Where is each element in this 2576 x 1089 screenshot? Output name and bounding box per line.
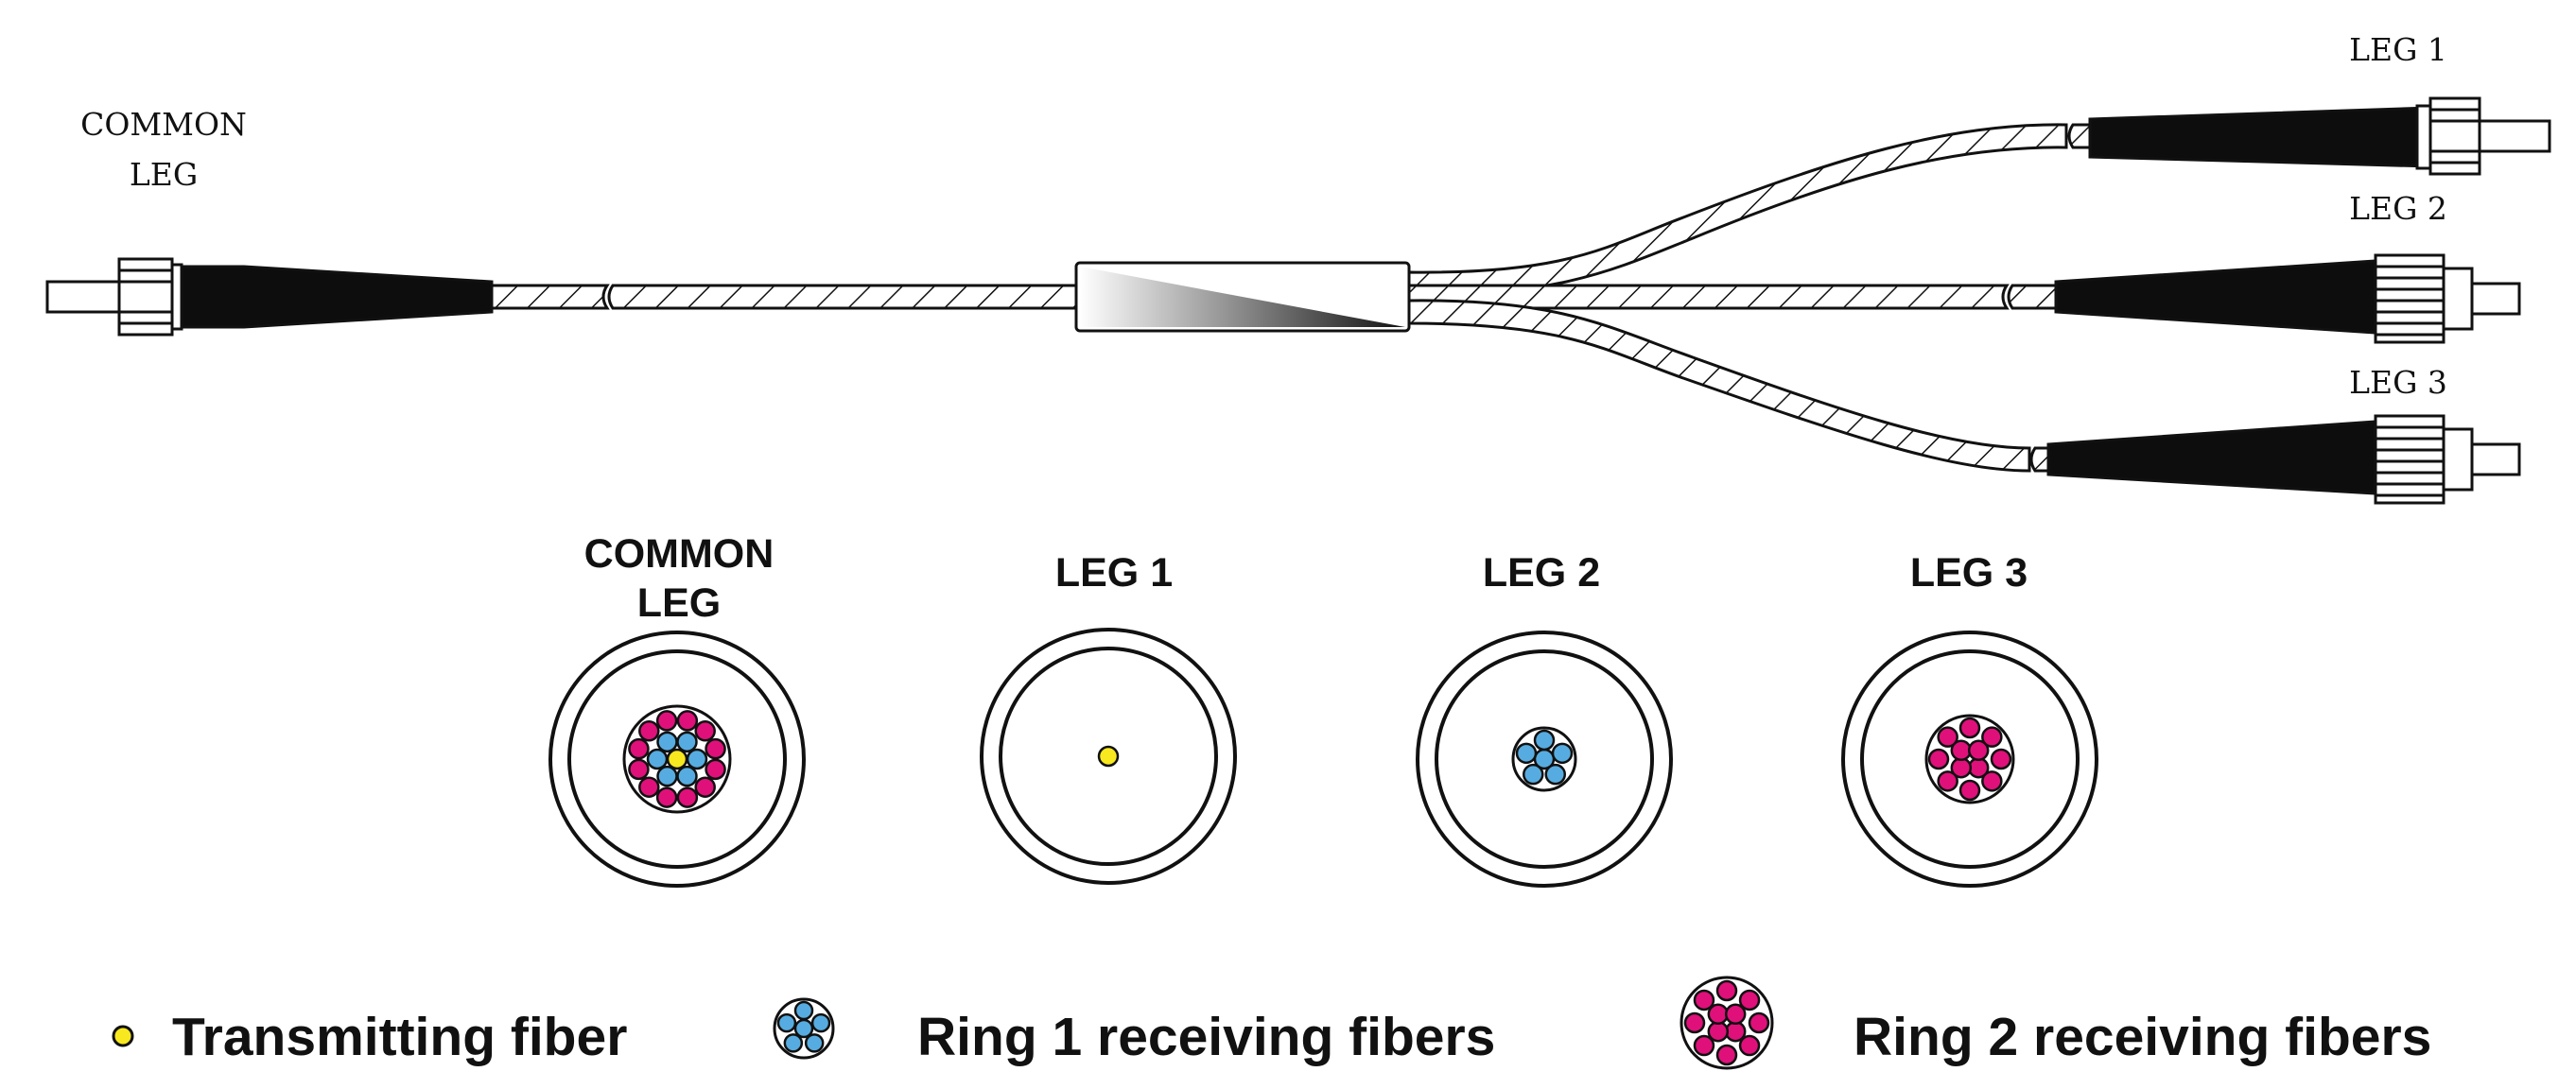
transmitting-fiber-swatch	[112, 1025, 134, 1047]
legend-item-ring2: Ring 2 receiving fibers	[1680, 976, 2431, 1070]
ring2-fiber	[638, 776, 660, 798]
cross-section-title: LEG 2	[1483, 550, 1600, 596]
leg3-connector	[2046, 414, 2521, 505]
leg1-label: LEG 1	[2349, 31, 2447, 68]
fiber-bundle	[622, 704, 732, 814]
leg3-label: LEG 3	[2349, 364, 2447, 401]
ring1-bundle-swatch	[773, 997, 835, 1060]
common-leg-connector	[45, 257, 494, 337]
ring1-fiber	[1544, 763, 1567, 786]
leg3-cable	[1407, 299, 2050, 473]
cross-section-title: LEG 3	[1910, 550, 2028, 596]
ring2-fiber	[694, 776, 716, 798]
ring2-fiber	[705, 737, 726, 760]
ring1-fiber	[810, 1012, 831, 1033]
ring2-fiber	[705, 758, 726, 781]
ring2-fiber	[655, 710, 678, 732]
fiber-bundle	[1511, 726, 1577, 792]
ring1-fiber	[1533, 729, 1556, 752]
ring1-fiber	[776, 1012, 797, 1033]
ring1-fiber	[656, 765, 678, 787]
ring2-fiber	[676, 786, 699, 808]
leg1-connector	[2088, 96, 2551, 176]
cross-section-leg3: LEG 3	[1841, 550, 2098, 888]
ring2-fiber	[1693, 989, 1715, 1011]
ring1-fiber	[646, 748, 669, 770]
ring2-fiber	[1937, 726, 1958, 748]
ring2-fiber	[1927, 748, 1950, 770]
cross-section-leg1: LEG 1	[980, 550, 1237, 885]
common-leg-cable	[490, 284, 1078, 310]
ring2-fiber	[1715, 1044, 1738, 1066]
common-leg-label-line2: LEG	[130, 156, 198, 193]
ring2-fiber	[1738, 1034, 1761, 1057]
ring2-bundle-swatch	[1680, 976, 1774, 1070]
splitter-gradient	[1080, 267, 1405, 327]
ring2-fiber	[676, 710, 699, 732]
leg2-connector	[2054, 253, 2521, 344]
ring2-fiber	[1937, 770, 1958, 792]
transmitting-fiber	[1097, 745, 1120, 768]
ring1-fiber	[804, 1033, 825, 1053]
cross-section-common-leg: COMMON LEG	[548, 531, 806, 888]
ring1-fiber	[793, 1018, 814, 1039]
ring2-fiber	[1967, 739, 1990, 762]
ring1-fiber	[656, 731, 678, 753]
ring1-fiber	[686, 748, 708, 770]
ring2-fiber	[1683, 1011, 1706, 1034]
ring1-fiber	[1551, 742, 1574, 765]
legend-item-transmitting: Transmitting fiber	[112, 1007, 627, 1067]
ring2-fiber	[694, 720, 716, 742]
cross-section-title-line2: LEG	[637, 580, 721, 626]
ring2-fiber	[1748, 1011, 1770, 1034]
ring2-fiber	[1981, 770, 2003, 792]
ring1-fiber	[793, 1000, 814, 1021]
leg2-label: LEG 2	[2349, 190, 2447, 227]
transmitting-fiber	[666, 748, 688, 770]
ring1-fiber	[676, 765, 698, 787]
fiber-bundle	[1097, 745, 1120, 768]
fiber-bundle	[1924, 714, 2015, 804]
ring2-fiber	[1715, 979, 1738, 1002]
common-leg-label-line1: COMMON	[80, 106, 247, 143]
ring2-fiber	[1981, 726, 2003, 748]
ring2-fiber	[1990, 748, 2012, 770]
ring2-fiber	[628, 758, 650, 781]
ring2-fiber	[1693, 1034, 1715, 1057]
ring2-fiber	[1958, 779, 1981, 802]
ring1-fiber	[676, 731, 698, 753]
ring2-fiber	[628, 737, 650, 760]
ring1-fiber	[1522, 763, 1544, 786]
ring2-fiber	[1738, 989, 1761, 1011]
cross-section-title: LEG 1	[1055, 550, 1173, 596]
legend: Transmitting fiber Ring 1 receiving fibe…	[112, 976, 2431, 1070]
ring2-fiber	[1958, 717, 1981, 739]
ring2-fiber	[638, 720, 660, 742]
cable-assembly	[45, 96, 2551, 505]
leg2-cable	[1407, 284, 2058, 310]
cross-section-title-line1: COMMON	[584, 531, 775, 577]
ring1-fiber	[1515, 742, 1538, 765]
legend-label-ring2: Ring 2 receiving fibers	[1854, 1007, 2431, 1067]
ring1-fiber	[783, 1033, 804, 1053]
legend-label-transmitting: Transmitting fiber	[172, 1007, 627, 1067]
ring2-fiber	[1724, 1003, 1747, 1026]
leg1-cable	[1407, 123, 2092, 297]
legend-item-ring1: Ring 1 receiving fibers	[773, 997, 1495, 1067]
ring2-fiber	[655, 786, 678, 808]
cross-section-leg2: LEG 2	[1416, 550, 1673, 888]
legend-label-ring1: Ring 1 receiving fibers	[917, 1007, 1495, 1067]
